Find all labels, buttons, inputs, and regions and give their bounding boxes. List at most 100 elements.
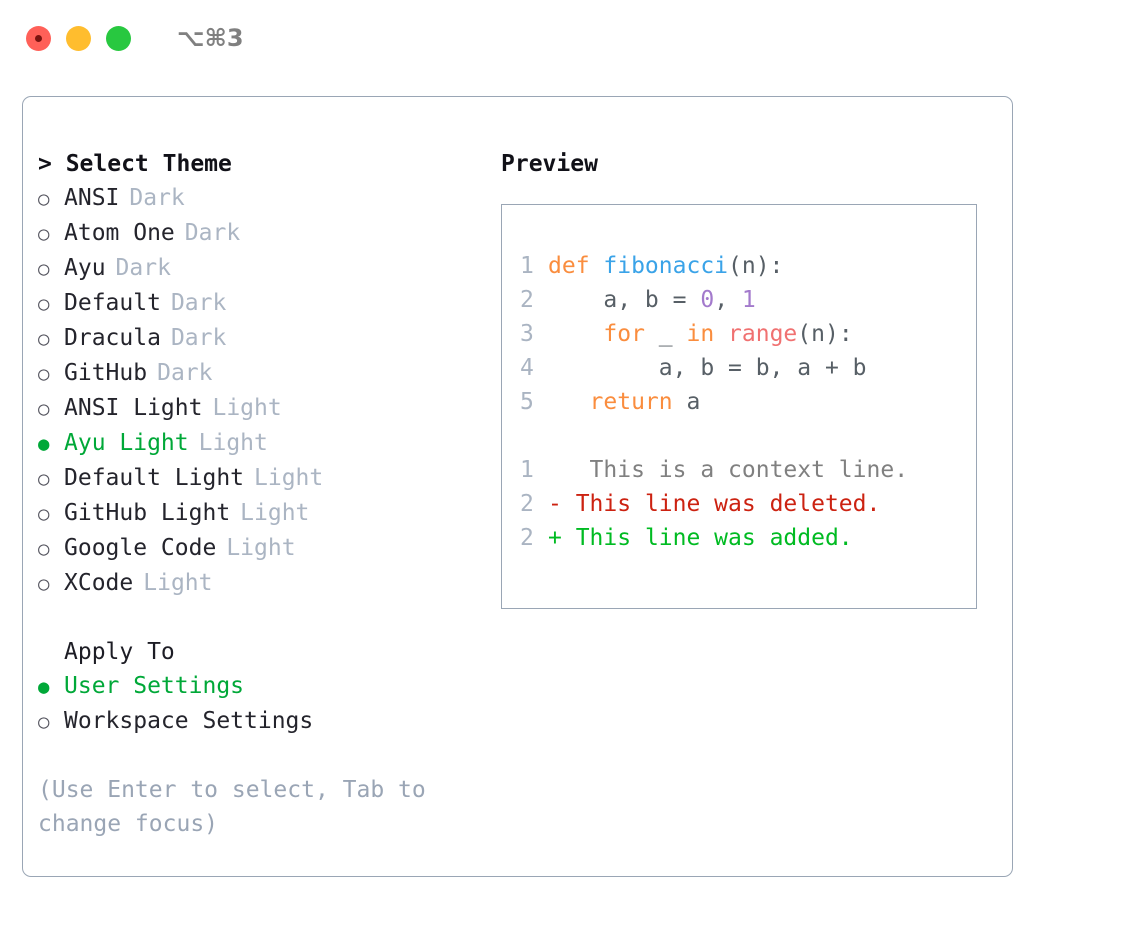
diff-sample: 1 This is a context line.2- This line wa… xyxy=(520,453,976,555)
radio-unselected-icon: ○ xyxy=(38,188,50,210)
diff-line-added: 2+ This line was added. xyxy=(520,521,976,555)
code-token-plain: (n): xyxy=(728,253,784,279)
apply-to-option-user-settings[interactable]: ● User Settings xyxy=(38,669,498,704)
list-spacer xyxy=(38,601,498,635)
theme-option-default-light[interactable]: ○ Default Light Light xyxy=(38,461,498,496)
line-number: 5 xyxy=(520,389,534,415)
code-token-call: range xyxy=(728,321,798,347)
radio-unselected-icon: ○ xyxy=(38,398,50,420)
maximize-button[interactable] xyxy=(106,25,131,51)
theme-name: ANSI Light xyxy=(64,395,203,421)
diff-line-deleted: 2- This line was deleted. xyxy=(520,487,976,521)
diff-marker: + xyxy=(548,525,562,551)
line-number: 4 xyxy=(520,355,534,381)
theme-option-ayu-light[interactable]: ● Ayu Light Light xyxy=(38,426,498,461)
hint-spacer xyxy=(38,739,498,773)
code-token-plain xyxy=(548,389,590,415)
apply-to-option-workspace-settings[interactable]: ○ Workspace Settings xyxy=(38,704,498,739)
code-line: 1 def fibonacci(n): xyxy=(520,249,976,283)
code-token-plain: a, b = b, a + b xyxy=(548,355,867,381)
apply-to-heading: Apply To xyxy=(64,639,175,665)
code-token-plain: a, b = xyxy=(548,287,701,313)
apply-to-label: Workspace Settings xyxy=(64,708,314,734)
theme-name: Default Light xyxy=(64,465,245,491)
theme-variant-badge: Light xyxy=(226,535,296,561)
code-token-plain: _ xyxy=(644,321,687,347)
theme-name: Ayu Light xyxy=(64,430,189,456)
theme-variant-badge: Dark xyxy=(157,360,213,386)
diff-marker xyxy=(548,457,562,483)
code-token-plain: a xyxy=(672,389,701,415)
theme-variant-badge: Dark xyxy=(170,290,227,316)
diff-marker: - xyxy=(548,491,562,517)
keyboard-hint: (Use Enter to select, Tab to change focu… xyxy=(38,777,440,837)
theme-variant-badge: Light xyxy=(198,430,268,456)
preview-heading: Preview xyxy=(501,151,598,177)
radio-unselected-icon: ○ xyxy=(38,503,50,525)
radio-unselected-icon: ○ xyxy=(38,363,50,385)
code-token-plain: , xyxy=(714,287,742,313)
theme-option-default[interactable]: ○ Default Dark xyxy=(38,286,498,321)
diff-line-context: 1 This is a context line. xyxy=(520,453,976,487)
radio-unselected-icon: ○ xyxy=(38,293,50,315)
theme-name: ANSI xyxy=(64,185,120,211)
radio-unselected-icon: ○ xyxy=(38,573,50,595)
diff-text: This line was added. xyxy=(561,525,853,551)
code-token-function: fibonacci xyxy=(603,253,729,279)
shortcut-label: ⌥⌘3 xyxy=(177,24,244,52)
theme-name: GitHub Light xyxy=(64,500,231,526)
theme-option-google-code[interactable]: ○ Google Code Light xyxy=(38,531,498,566)
line-number: 2 xyxy=(520,287,534,313)
theme-name: Atom One xyxy=(64,220,175,246)
radio-selected-icon: ● xyxy=(38,676,50,698)
apply-to-label: User Settings xyxy=(64,673,245,699)
code-line: 2 a, b = 0, 1 xyxy=(520,283,976,317)
minimize-button[interactable] xyxy=(66,25,91,51)
theme-name: XCode xyxy=(64,570,134,596)
theme-variant-badge: Dark xyxy=(129,185,185,211)
theme-name: Default xyxy=(64,290,161,316)
radio-unselected-icon: ○ xyxy=(38,468,50,490)
code-token-plain: (n): xyxy=(797,321,853,347)
theme-variant-badge: Light xyxy=(254,465,324,491)
code-line: 3 for _ in range(n): xyxy=(520,317,976,351)
code-diff-spacer xyxy=(520,419,976,453)
theme-variant-badge: Dark xyxy=(170,325,227,351)
theme-name: Ayu xyxy=(64,255,106,281)
code-token-plain xyxy=(548,321,603,347)
radio-unselected-icon: ○ xyxy=(38,711,50,733)
theme-variant-badge: Light xyxy=(240,500,310,526)
code-token-keyword: return xyxy=(589,389,673,415)
title-bar: ⌥⌘3 xyxy=(0,0,1140,76)
theme-option-ansi[interactable]: ○ ANSI Dark xyxy=(38,181,498,216)
apply-to-list[interactable]: ● User Settings ○ Workspace Settings xyxy=(38,669,498,739)
theme-name: Google Code xyxy=(64,535,217,561)
diff-text: This line was deleted. xyxy=(561,491,881,517)
line-number: 1 xyxy=(520,457,534,483)
code-token-keyword: in xyxy=(686,321,715,347)
radio-unselected-icon: ○ xyxy=(38,538,50,560)
code-line: 5 return a xyxy=(520,385,976,419)
code-token-number: 1 xyxy=(741,287,756,313)
theme-variant-badge: Dark xyxy=(184,220,241,246)
line-number: 1 xyxy=(520,253,534,279)
close-button[interactable] xyxy=(26,25,51,51)
theme-option-github-light[interactable]: ○ GitHub Light Light xyxy=(38,496,498,531)
radio-selected-icon: ● xyxy=(38,433,50,455)
code-token-keyword: def xyxy=(548,253,604,279)
theme-name: Dracula xyxy=(64,325,161,351)
theme-variant-badge: Dark xyxy=(115,255,171,281)
